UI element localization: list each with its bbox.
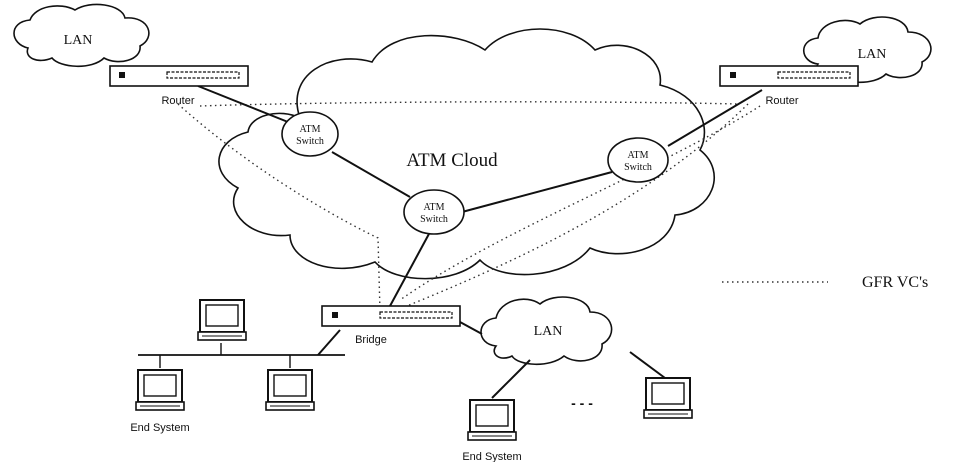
router-right-body — [719, 65, 859, 87]
bridge-body — [321, 305, 461, 327]
link-lan-end-system-right — [629, 351, 666, 379]
end-system-top — [197, 299, 247, 341]
lan-label-top-left: LAN — [64, 33, 93, 48]
atm-cloud-label: ATM Cloud — [406, 150, 498, 171]
end-system-bottom: End System — [462, 399, 522, 462]
vc-router-right-to-bridge-2 — [401, 103, 749, 309]
router-left-body — [109, 65, 249, 87]
link-lan-end-system-bottom — [491, 359, 531, 399]
end-system-left: End System — [130, 369, 190, 434]
router-right: Router — [719, 65, 859, 107]
link-bridge-lan — [459, 321, 483, 335]
ethernet-bus — [138, 343, 345, 368]
end-system-right — [643, 377, 693, 419]
link-switch-2-switch-3 — [461, 171, 613, 213]
legend: GFR VC's — [722, 274, 928, 291]
link-router-left-switch-1 — [197, 85, 289, 123]
link-switch-3-router-right — [667, 89, 763, 147]
atm-switch-1-line2: Switch — [296, 136, 324, 147]
atm-switch-1: ATM Switch — [281, 111, 339, 157]
legend-label: GFR VC's — [862, 274, 928, 291]
end-system-mid — [265, 369, 315, 411]
router-right-label: Router — [765, 95, 798, 107]
bridge-label: Bridge — [355, 334, 387, 346]
router-left-label: Router — [161, 95, 194, 107]
atm-switch-1-line1: ATM — [299, 124, 320, 135]
lan-label-bottom: LAN — [534, 324, 563, 339]
ellipsis-more-systems: - - - — [571, 395, 593, 411]
vc-router-left-to-bridge — [177, 103, 381, 313]
end-system-left-label: End System — [130, 422, 189, 434]
vc-router-to-router — [199, 101, 739, 107]
bridge: Bridge — [321, 305, 461, 346]
atm-cloud: ATM Cloud — [218, 28, 715, 280]
link-switch-2-bridge — [389, 231, 431, 307]
atm-switch-3-line2: Switch — [624, 162, 652, 173]
link-bridge-bus — [317, 329, 341, 356]
gfr-vc-paths — [177, 101, 761, 313]
lan-cloud-bottom: LAN — [480, 296, 613, 366]
lan-cloud-top-left: LAN — [13, 3, 150, 68]
router-left: Router — [109, 65, 249, 107]
end-system-bottom-label: End System — [462, 451, 521, 462]
atm-switch-3: ATM Switch — [607, 137, 669, 183]
atm-switch-2-line1: ATM — [423, 202, 444, 213]
lan-label-top-right: LAN — [858, 47, 887, 62]
link-switch-1-switch-2 — [331, 151, 411, 198]
atm-switch-2: ATM Switch — [403, 189, 465, 235]
vc-router-right-to-bridge — [399, 105, 761, 301]
atm-switch-2-line2: Switch — [420, 214, 448, 225]
solid-links — [197, 85, 763, 399]
atm-switch-3-line1: ATM — [627, 150, 648, 161]
